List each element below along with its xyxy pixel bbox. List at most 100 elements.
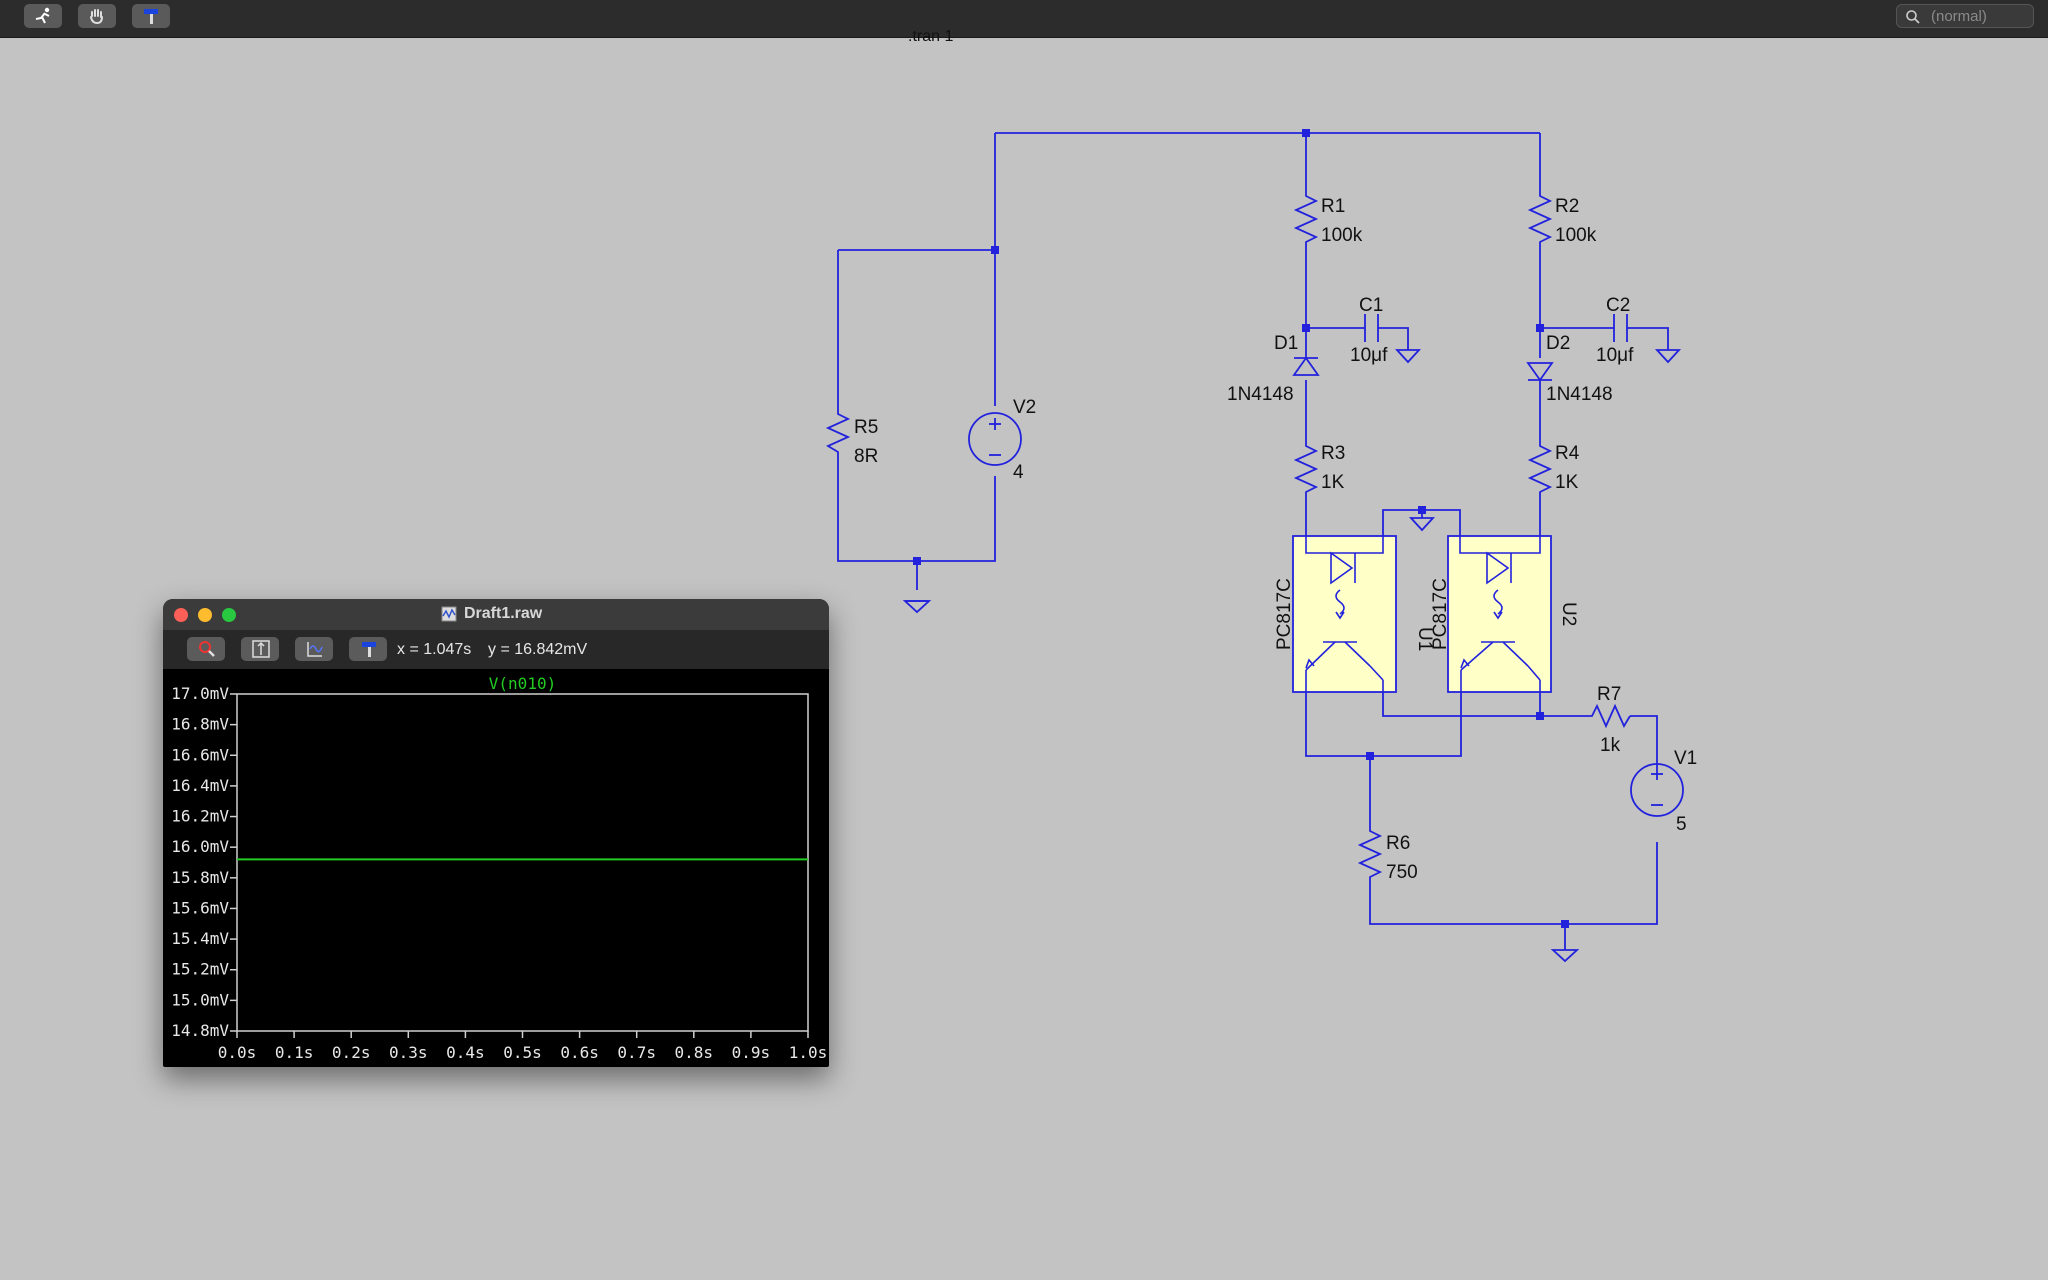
optocoupler-u2[interactable] — [1447, 535, 1552, 693]
main-toolbar: (normal) — [0, 0, 2048, 38]
d2-value: 1N4148 — [1546, 384, 1613, 405]
y-tick-label: 16.6mV — [171, 745, 229, 764]
waveform-file-icon — [441, 606, 457, 622]
r3-ref: R3 — [1321, 443, 1345, 464]
optocoupler-u1[interactable] — [1292, 535, 1397, 693]
resistor-r2-icon — [1527, 190, 1553, 245]
close-window-button[interactable] — [174, 608, 188, 622]
u1-value: PC817C — [1274, 578, 1295, 650]
hammer-button[interactable] — [132, 4, 170, 28]
run-icon — [35, 7, 50, 24]
c2-value: 10μf — [1596, 345, 1634, 366]
resistor-symbols — [825, 190, 1631, 880]
autorange-icon — [252, 640, 270, 658]
waveform-plot[interactable]: V(n010) 17.0mV 16.8mV 16.6mV 16.4mV 16.2mV 16.… — [163, 669, 829, 1067]
voltage-source-v1-icon — [1630, 763, 1684, 817]
y-tick-label: 15.0mV — [171, 990, 229, 1009]
ground-icon — [1654, 349, 1682, 364]
waveform-button[interactable] — [295, 637, 333, 661]
voltage-source-v2-icon — [968, 412, 1022, 466]
d2-ref: D2 — [1546, 333, 1570, 354]
x-tick-label: 0.7s — [617, 1043, 656, 1062]
window-title: Draft1.raw — [464, 605, 543, 622]
window-titlebar[interactable]: Draft1.raw — [163, 599, 829, 630]
hammer-button[interactable] — [349, 637, 387, 661]
resistor-r6-icon — [1357, 825, 1383, 880]
diode-symbols — [1292, 356, 1554, 382]
hammer-icon — [362, 642, 376, 657]
r2-value: 100k — [1555, 225, 1597, 246]
ground-icon — [1394, 349, 1422, 364]
y-tick-label: 17.0mV — [171, 684, 229, 703]
wires — [837, 132, 1669, 946]
r4-ref: R4 — [1555, 443, 1580, 464]
search-icon — [1906, 10, 1920, 24]
ground-icon — [902, 600, 932, 614]
plot-title: V(n010) — [489, 674, 556, 693]
x-tick-label: 0.3s — [389, 1043, 428, 1062]
search-field[interactable]: (normal) — [1896, 4, 2034, 28]
zoom-window-button[interactable] — [222, 608, 236, 622]
y-tick-label: 15.2mV — [171, 960, 229, 979]
hammer-icon — [144, 9, 158, 24]
ground-symbols — [902, 349, 1682, 963]
c1-ref: C1 — [1359, 295, 1383, 316]
x-tick-label: 0.2s — [332, 1043, 371, 1062]
r3-value: 1K — [1321, 472, 1345, 493]
ground-icon — [1408, 517, 1436, 532]
d1-ref: D1 — [1274, 333, 1298, 354]
zoom-icon — [199, 641, 215, 657]
pan-button[interactable] — [78, 4, 116, 28]
capacitor-symbols — [1364, 314, 1628, 342]
r1-value: 100k — [1321, 225, 1363, 246]
x-tick-label: 0.9s — [732, 1043, 771, 1062]
x-tick-label: 0.5s — [503, 1043, 542, 1062]
d1-value: 1N4148 — [1227, 384, 1294, 405]
c2-ref: C2 — [1606, 295, 1630, 316]
r4-value: 1K — [1555, 472, 1579, 493]
resistor-r7-icon — [1587, 703, 1631, 729]
y-tick-label: 16.8mV — [171, 715, 229, 734]
cursor-x-readout: x = 1.047s — [397, 641, 472, 658]
spice-directive[interactable]: .tran 1 — [908, 28, 954, 45]
diode-d2-icon — [1526, 362, 1554, 382]
waveform-window[interactable]: Draft1.raw x — [163, 599, 829, 1067]
autorange-button[interactable] — [241, 637, 279, 661]
waveform-icon — [307, 642, 323, 657]
x-tick-label: 1.0s — [789, 1043, 828, 1062]
y-tick-label: 16.0mV — [171, 837, 229, 856]
r1-ref: R1 — [1321, 196, 1345, 217]
c1-value: 10μf — [1350, 345, 1388, 366]
r2-ref: R2 — [1555, 196, 1579, 217]
resistor-r1-icon — [1293, 190, 1319, 245]
r7-ref: R7 — [1597, 684, 1621, 705]
v1-ref: V1 — [1674, 748, 1697, 769]
y-tick-label: 15.4mV — [171, 929, 229, 948]
junction-dots — [913, 129, 1569, 928]
resistor-r4-icon — [1527, 440, 1553, 495]
waveform-toolbar: x = 1.047s y = 16.842mV — [163, 630, 829, 669]
y-tick-label: 16.4mV — [171, 776, 229, 795]
v2-value: 4 — [1013, 462, 1024, 483]
y-tick-label: 15.8mV — [171, 868, 229, 887]
hand-icon — [90, 9, 103, 25]
v2-ref: V2 — [1013, 397, 1036, 418]
r7-value: 1k — [1600, 735, 1621, 756]
r6-value: 750 — [1386, 862, 1418, 883]
y-tick-label: 16.2mV — [171, 807, 229, 826]
search-placeholder: (normal) — [1931, 8, 1987, 25]
cursor-y-readout: y = 16.842mV — [488, 641, 588, 658]
y-tick-label: 14.8mV — [171, 1021, 229, 1040]
r5-value: 8R — [854, 446, 878, 467]
zoom-button[interactable] — [187, 637, 225, 661]
r5-ref: R5 — [854, 417, 878, 438]
run-button[interactable] — [24, 4, 62, 28]
component-labels: R1 100k R2 100k C1 10μf C2 10μf D1 1N414… — [854, 196, 1697, 883]
r6-ref: R6 — [1386, 833, 1410, 854]
x-tick-label: 0.1s — [275, 1043, 314, 1062]
ground-icon — [1550, 949, 1580, 963]
v1-value: 5 — [1676, 814, 1687, 835]
minimize-window-button[interactable] — [198, 608, 212, 622]
u2-ref: U2 — [1558, 602, 1579, 626]
